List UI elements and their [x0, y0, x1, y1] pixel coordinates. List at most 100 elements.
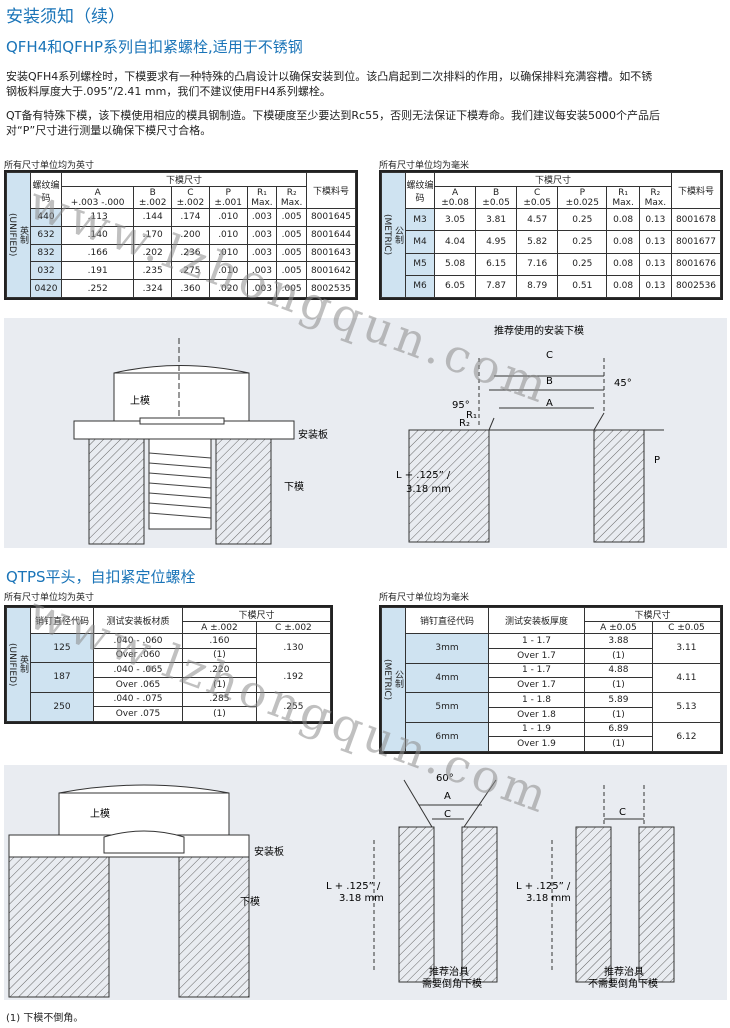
- row-code: 125: [30, 632, 94, 664]
- row-c-value: 3.11: [651, 633, 722, 664]
- page-title: 安装须知（续）: [6, 7, 125, 27]
- col-header-dim-tol: ±0.08: [441, 197, 469, 208]
- row-value: 0.13: [638, 207, 673, 232]
- label-upper-die: 上模: [90, 808, 110, 820]
- row-a-value: .220: [182, 662, 257, 678]
- label-45deg: 45°: [614, 378, 632, 389]
- row-value: .140: [60, 225, 135, 245]
- label-c: C: [619, 807, 626, 818]
- label-l-dimension-mm: 3.18 mm: [526, 893, 571, 904]
- figure-qfh4-drawing: 上模 安装板 下模 推荐使用的安装下模 C B A 45° 95° R₁ R₂ …: [73, 324, 664, 545]
- label-l-dimension: L + .125” /: [396, 470, 451, 481]
- table-side-label: 英制(UNIFIED): [6, 607, 31, 722]
- row-value: 0.25: [557, 207, 608, 232]
- caption-fixture-1: 推荐治具: [429, 965, 469, 978]
- row-a-value: (1): [182, 706, 257, 722]
- row-code: 5mm: [405, 692, 489, 723]
- row-code: 032: [30, 261, 62, 281]
- table-metric-qtps: 公制(METRIC) 销钉直径代码 测试安装板厚度 下模尺寸 A ±0.05 C…: [379, 605, 723, 754]
- label-upper-die: 上模: [130, 395, 150, 407]
- row-value: .324: [133, 279, 173, 298]
- row-part-number: 8001643: [306, 243, 356, 263]
- label-95deg: 95°: [452, 400, 470, 411]
- row-thickness: .040 - .065: [93, 662, 183, 678]
- row-value: 5.82: [516, 230, 559, 254]
- row-code: 632: [30, 225, 62, 245]
- row-c-value: .192: [255, 662, 332, 693]
- col-header-dim-tol: ±0.025: [565, 197, 599, 208]
- table-side-label: 公制(METRIC): [381, 172, 406, 298]
- side-label-text: 公制: [393, 225, 403, 244]
- side-label-text: 英制: [18, 225, 28, 244]
- row-value: .113: [60, 208, 135, 227]
- row-a-value: (1): [584, 647, 653, 664]
- row-value: .010: [208, 208, 248, 227]
- side-label-text: 公制: [393, 670, 403, 689]
- col-header-dim-name: A: [94, 187, 101, 198]
- row-a-value: 4.88: [584, 662, 653, 679]
- label-c: C: [546, 350, 553, 361]
- row-value: 4.04: [433, 230, 477, 254]
- caption-fixture-2-sub: 不需要倒角下模: [588, 978, 658, 990]
- col-header-part: 下模料号: [671, 172, 721, 209]
- table-row: Over .065(1): [7, 676, 331, 693]
- section-title-qfh4: QFH4和QFHP系列自扣紧螺栓,适用于不锈钢: [6, 38, 303, 56]
- row-part-number: 8001677: [671, 230, 721, 254]
- table-side-label: 英制(UNIFIED): [6, 172, 31, 298]
- row-code: 0420: [30, 279, 62, 298]
- label-60deg: 60°: [436, 773, 454, 784]
- label-l-dimension-mm: 3.18 mm: [406, 484, 451, 495]
- table-row: Over .060(1): [7, 647, 331, 664]
- row-value: 0.13: [638, 252, 673, 276]
- section-title-qtps: QTPS平头，自扣紧定位螺栓: [6, 568, 196, 586]
- row-value: 3.05: [433, 207, 477, 232]
- row-c-value: .130: [255, 632, 332, 664]
- row-c-value: 5.13: [651, 692, 722, 723]
- row-a-value: 6.89: [584, 721, 653, 738]
- col-header-dim-tol: +.003 -.000: [70, 197, 125, 208]
- col-header-c: C ±.002: [255, 621, 332, 634]
- row-value: 5.08: [433, 252, 477, 276]
- row-value: .010: [208, 261, 248, 281]
- col-header-dim-tol: Max.: [280, 197, 303, 208]
- row-value: 6.15: [475, 252, 518, 276]
- row-code: 250: [30, 691, 94, 723]
- col-header-dim: C±0.05: [516, 186, 559, 209]
- label-lower-die: 下模: [284, 481, 304, 493]
- row-value: 0.08: [606, 274, 640, 299]
- paragraph-line: 对“P”尺寸进行测量以确保下模尺寸合格。: [6, 124, 212, 137]
- col-header-dim-name: R₁: [256, 187, 267, 198]
- row-thickness: Over 1.7: [488, 677, 585, 693]
- row-a-value: .160: [182, 633, 257, 649]
- col-header-plate: 测试安装板材质: [93, 607, 183, 634]
- label-a: A: [546, 398, 553, 409]
- col-header-dim: B±0.05: [475, 186, 518, 209]
- col-header-dim: A±0.08: [433, 186, 477, 209]
- row-code: 187: [30, 662, 94, 693]
- row-value: .174: [171, 208, 210, 227]
- row-part-number: 8001642: [306, 261, 356, 281]
- col-header-dim: C±.002: [171, 186, 210, 209]
- col-header-dim: B±.002: [133, 186, 173, 209]
- side-label-text: (METRIC): [382, 214, 392, 256]
- row-thickness: Over 1.9: [488, 736, 585, 752]
- row-value: .360: [171, 279, 210, 298]
- col-header-dim-name: R₂: [286, 187, 297, 198]
- side-label-text: (UNIFIED): [7, 642, 17, 687]
- table-row: Over 1.9(1): [382, 736, 721, 752]
- row-value: .144: [133, 208, 173, 227]
- row-value: .235: [133, 261, 173, 281]
- col-header-dim-name: C: [534, 187, 541, 198]
- row-thickness: Over 1.7: [488, 647, 585, 664]
- row-value: 7.16: [516, 252, 559, 276]
